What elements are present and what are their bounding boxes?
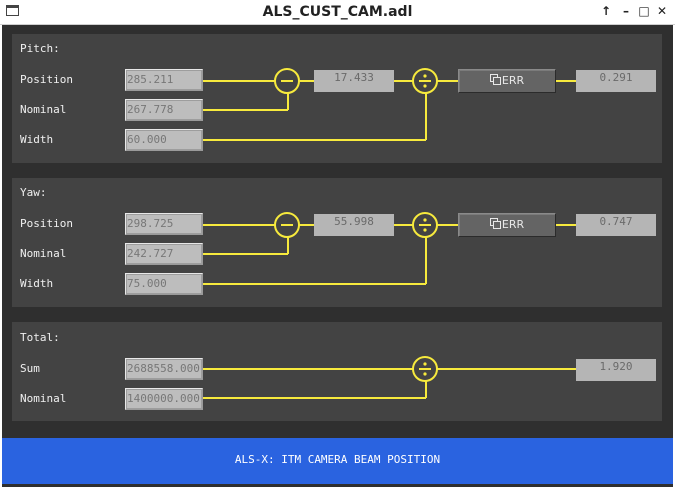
- yaw-heading: Yaw:: [20, 186, 47, 199]
- yaw-result-readout: 0.747: [576, 214, 656, 236]
- pitch-width-label: Width: [20, 133, 54, 146]
- total-wires: [203, 356, 576, 399]
- raise-button[interactable]: ↑: [600, 4, 612, 18]
- yaw-nominal-label: Nominal: [20, 247, 67, 260]
- divide-icon: [412, 68, 438, 94]
- total-panel: Total: Sum Nominal 2688558.000 1400000.0…: [12, 322, 662, 421]
- minimize-button[interactable]: –: [623, 4, 629, 18]
- pitch-position-label: Position: [20, 73, 73, 86]
- pitch-err-label: ERR: [501, 74, 525, 87]
- pitch-err-button[interactable]: ERR: [458, 69, 556, 93]
- close-button[interactable]: ✕: [656, 4, 668, 18]
- pitch-nominal-label: Nominal: [20, 103, 67, 116]
- yaw-width-label: Width: [20, 277, 54, 290]
- subtract-icon: [274, 68, 300, 94]
- display-canvas: Pitch: Position Nominal Width 285.211 26…: [2, 25, 673, 487]
- yaw-position-label: Position: [20, 217, 73, 230]
- divide-icon: [412, 212, 438, 238]
- yaw-position-field[interactable]: 298.725: [125, 213, 203, 235]
- pitch-width-field[interactable]: 60.000: [125, 129, 203, 151]
- total-nominal-field[interactable]: 1400000.000: [125, 388, 203, 410]
- pitch-result-readout: 0.291: [576, 70, 656, 92]
- pitch-wires: [203, 68, 576, 141]
- pitch-nominal-field[interactable]: 267.778: [125, 99, 203, 121]
- total-heading: Total:: [20, 331, 60, 344]
- yaw-err-label: ERR: [501, 218, 525, 231]
- yaw-panel: Yaw: Position Nominal Width 298.725 242.…: [12, 178, 662, 307]
- divide-icon: [412, 356, 438, 382]
- window-title: ALS_CUST_CAM.adl: [262, 4, 413, 20]
- total-sum-label: Sum: [20, 362, 40, 375]
- pitch-difference-readout: 17.433: [314, 70, 394, 92]
- related-display-icon: [489, 74, 501, 85]
- total-nominal-label: Nominal: [20, 392, 67, 405]
- pitch-heading: Pitch:: [20, 42, 60, 55]
- window-titlebar: ALS_CUST_CAM.adl ↑ – □ ✕: [0, 0, 675, 25]
- yaw-difference-readout: 55.998: [314, 214, 394, 236]
- yaw-nominal-field[interactable]: 242.727: [125, 243, 203, 265]
- pitch-panel: Pitch: Position Nominal Width 285.211 26…: [12, 34, 662, 163]
- footer-banner: ALS-X: ITM CAMERA BEAM POSITION: [2, 438, 673, 484]
- yaw-err-button[interactable]: ERR: [458, 213, 556, 237]
- yaw-wires: [203, 212, 576, 285]
- related-display-icon: [489, 218, 501, 229]
- yaw-width-field[interactable]: 75.000: [125, 273, 203, 295]
- maximize-button[interactable]: □: [638, 4, 650, 18]
- total-result-readout: 1.920: [576, 359, 656, 381]
- pitch-position-field[interactable]: 285.211: [125, 69, 203, 91]
- menu-icon[interactable]: [6, 5, 19, 16]
- subtract-icon: [274, 212, 300, 238]
- total-sum-field[interactable]: 2688558.000: [125, 358, 203, 380]
